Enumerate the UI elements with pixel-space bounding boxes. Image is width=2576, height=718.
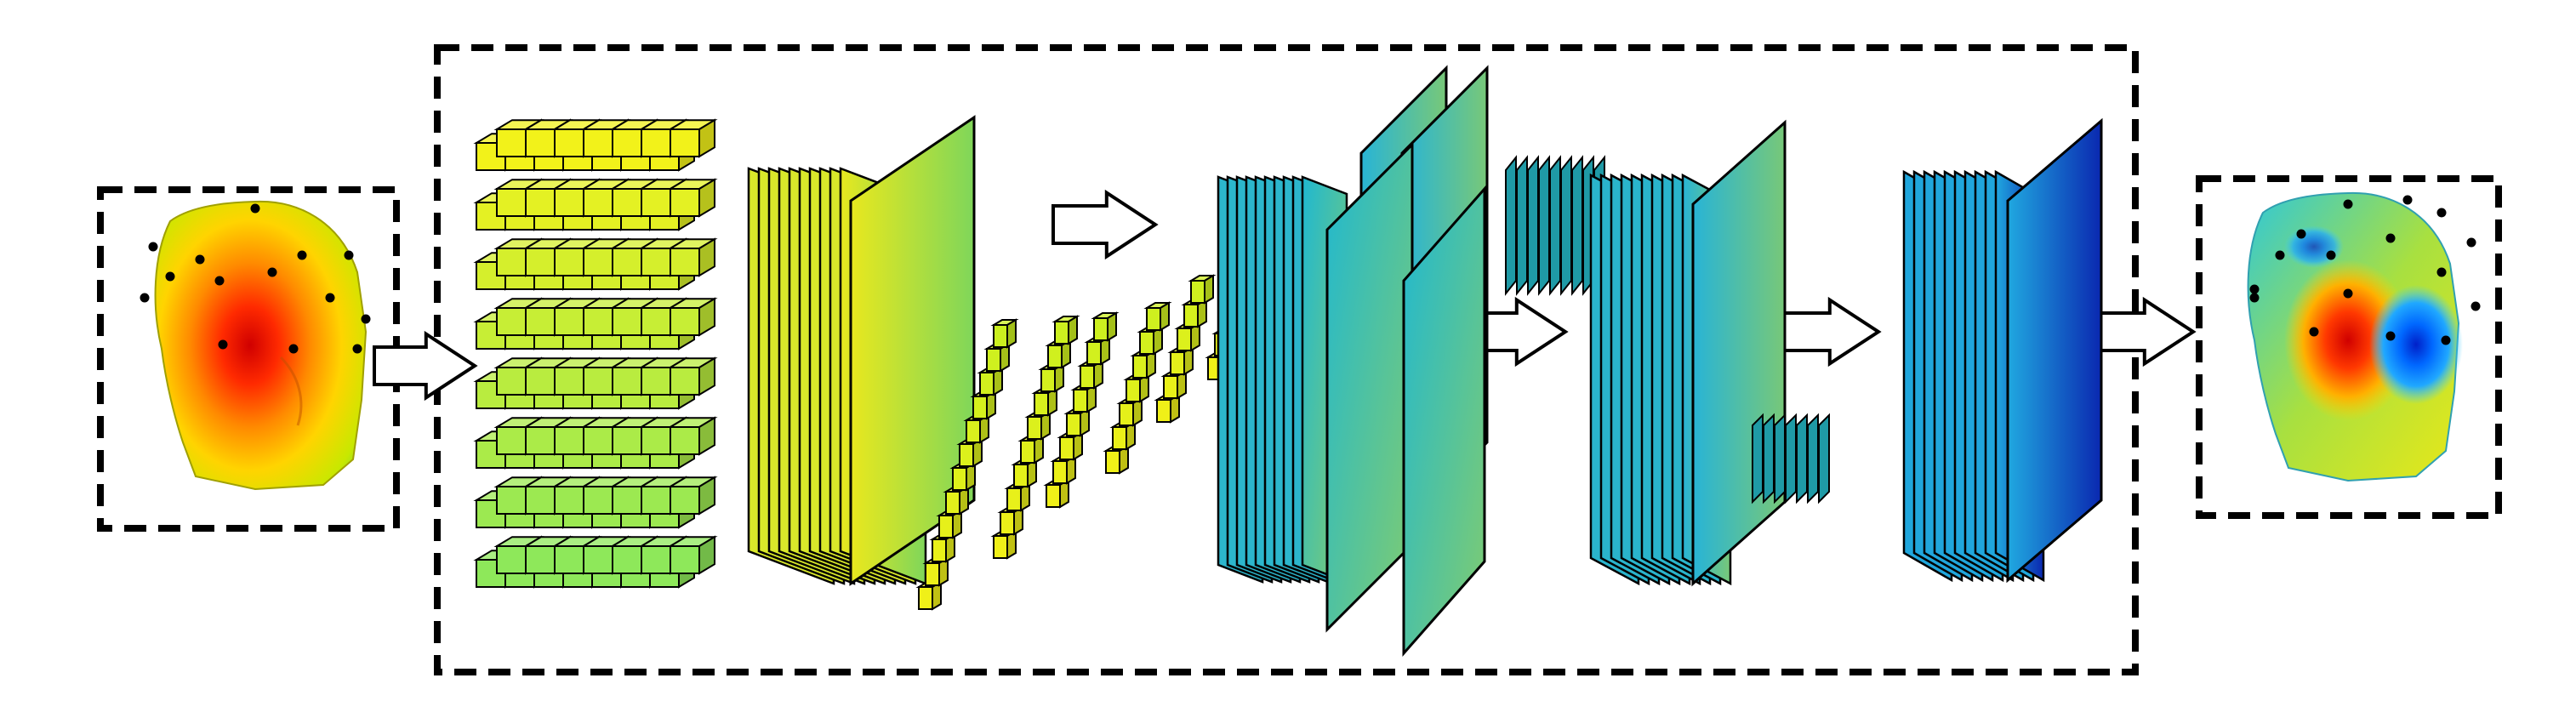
conv-block-4 — [1902, 117, 2103, 584]
voxel-cube — [1103, 444, 1131, 475]
feature-map — [1325, 141, 1414, 633]
feature-map — [1818, 413, 1830, 504]
conv-block-3 — [1589, 119, 1830, 587]
feature-map — [1796, 413, 1808, 504]
electrode-dot — [140, 293, 150, 303]
conv-block-1 — [747, 115, 976, 586]
electrode-dot — [2471, 301, 2481, 311]
voxel-cube — [1174, 322, 1203, 352]
feature-map — [1549, 155, 1561, 296]
electrode-dot — [2249, 284, 2260, 294]
voxel-cube — [1051, 315, 1080, 345]
voxel-cube — [977, 366, 1006, 396]
electrode-dot — [195, 254, 205, 265]
feature-map — [1538, 155, 1550, 296]
voxel-cube — [1004, 482, 1033, 512]
output-frame — [2196, 175, 2502, 519]
voxel-cube — [1050, 454, 1079, 485]
electrode-dot — [2466, 237, 2476, 248]
feature-map — [1516, 155, 1528, 296]
voxel-cube — [1116, 396, 1145, 427]
electrode-dot — [325, 293, 335, 303]
electrode-dot — [2436, 208, 2447, 218]
electrode-dot — [297, 250, 307, 260]
feature-map — [1505, 155, 1517, 296]
voxel-cube — [1057, 430, 1086, 461]
electrode-dot — [2436, 267, 2447, 277]
feature-map — [1752, 413, 1764, 504]
input-head-icon — [140, 200, 371, 491]
electrode-dot — [165, 271, 175, 282]
voxel-cube — [667, 237, 718, 277]
input-frame — [97, 186, 400, 532]
voxel-cube — [1188, 274, 1217, 305]
electrode-dot — [2343, 199, 2353, 209]
electrode-dot — [2309, 327, 2319, 337]
electrode-dots — [2249, 195, 2481, 345]
voxel-cube — [1091, 311, 1120, 342]
input-voxel-grid — [473, 118, 718, 589]
voxel-cube — [667, 178, 718, 218]
electrode-dot — [361, 314, 371, 324]
arrow-icon — [373, 330, 478, 402]
voxel-cube — [990, 318, 1019, 349]
electrode-dot — [2249, 293, 2260, 303]
voxel-cube — [983, 342, 1012, 373]
feature-map — [1402, 185, 1486, 657]
feature-map — [1774, 413, 1786, 504]
feature-map — [1691, 119, 1787, 587]
electrode-dot — [344, 250, 354, 260]
voxel-cube — [667, 356, 718, 396]
electrode-dot — [352, 344, 362, 354]
voxel-cube — [667, 297, 718, 337]
output-head-icon — [2247, 191, 2481, 482]
feature-map — [1527, 155, 1539, 296]
feature-columns — [915, 274, 1254, 611]
voxel-cube — [929, 533, 958, 563]
electrode-dot — [250, 203, 260, 214]
feature-map — [1807, 413, 1819, 504]
feature-map — [1560, 155, 1572, 296]
feature-map — [1763, 413, 1775, 504]
electrode-dot — [267, 267, 277, 277]
electrode-dot — [2343, 288, 2353, 299]
electrode-dots — [140, 203, 371, 354]
electrode-dot — [288, 344, 299, 354]
electrode-dot — [214, 276, 225, 286]
electrode-dot — [2385, 233, 2396, 243]
voxel-cube — [667, 118, 718, 158]
voxel-cube — [990, 529, 1019, 560]
feature-map — [1571, 155, 1583, 296]
voxel-cube — [1024, 410, 1053, 441]
feature-map — [1785, 413, 1797, 504]
electrode-dot — [2296, 229, 2306, 239]
electrode-dot — [2275, 250, 2285, 260]
electrode-dot — [2385, 331, 2396, 341]
voxel-cube — [1017, 434, 1046, 464]
electrode-dot — [2402, 195, 2413, 205]
arrow-icon — [1051, 189, 1159, 260]
voxel-cube — [667, 416, 718, 456]
electrode-dot — [2326, 250, 2336, 260]
voxel-cube — [1143, 301, 1172, 332]
electrode-dot — [218, 339, 228, 350]
feature-map — [2006, 117, 2103, 584]
voxel-cube — [667, 535, 718, 575]
electrode-dot — [2441, 335, 2451, 345]
electrode-dot — [148, 242, 158, 252]
voxel-cube — [1077, 359, 1106, 390]
feature-map — [849, 115, 976, 586]
conv-block-2 — [1217, 65, 1605, 657]
voxel-cube — [667, 476, 718, 516]
